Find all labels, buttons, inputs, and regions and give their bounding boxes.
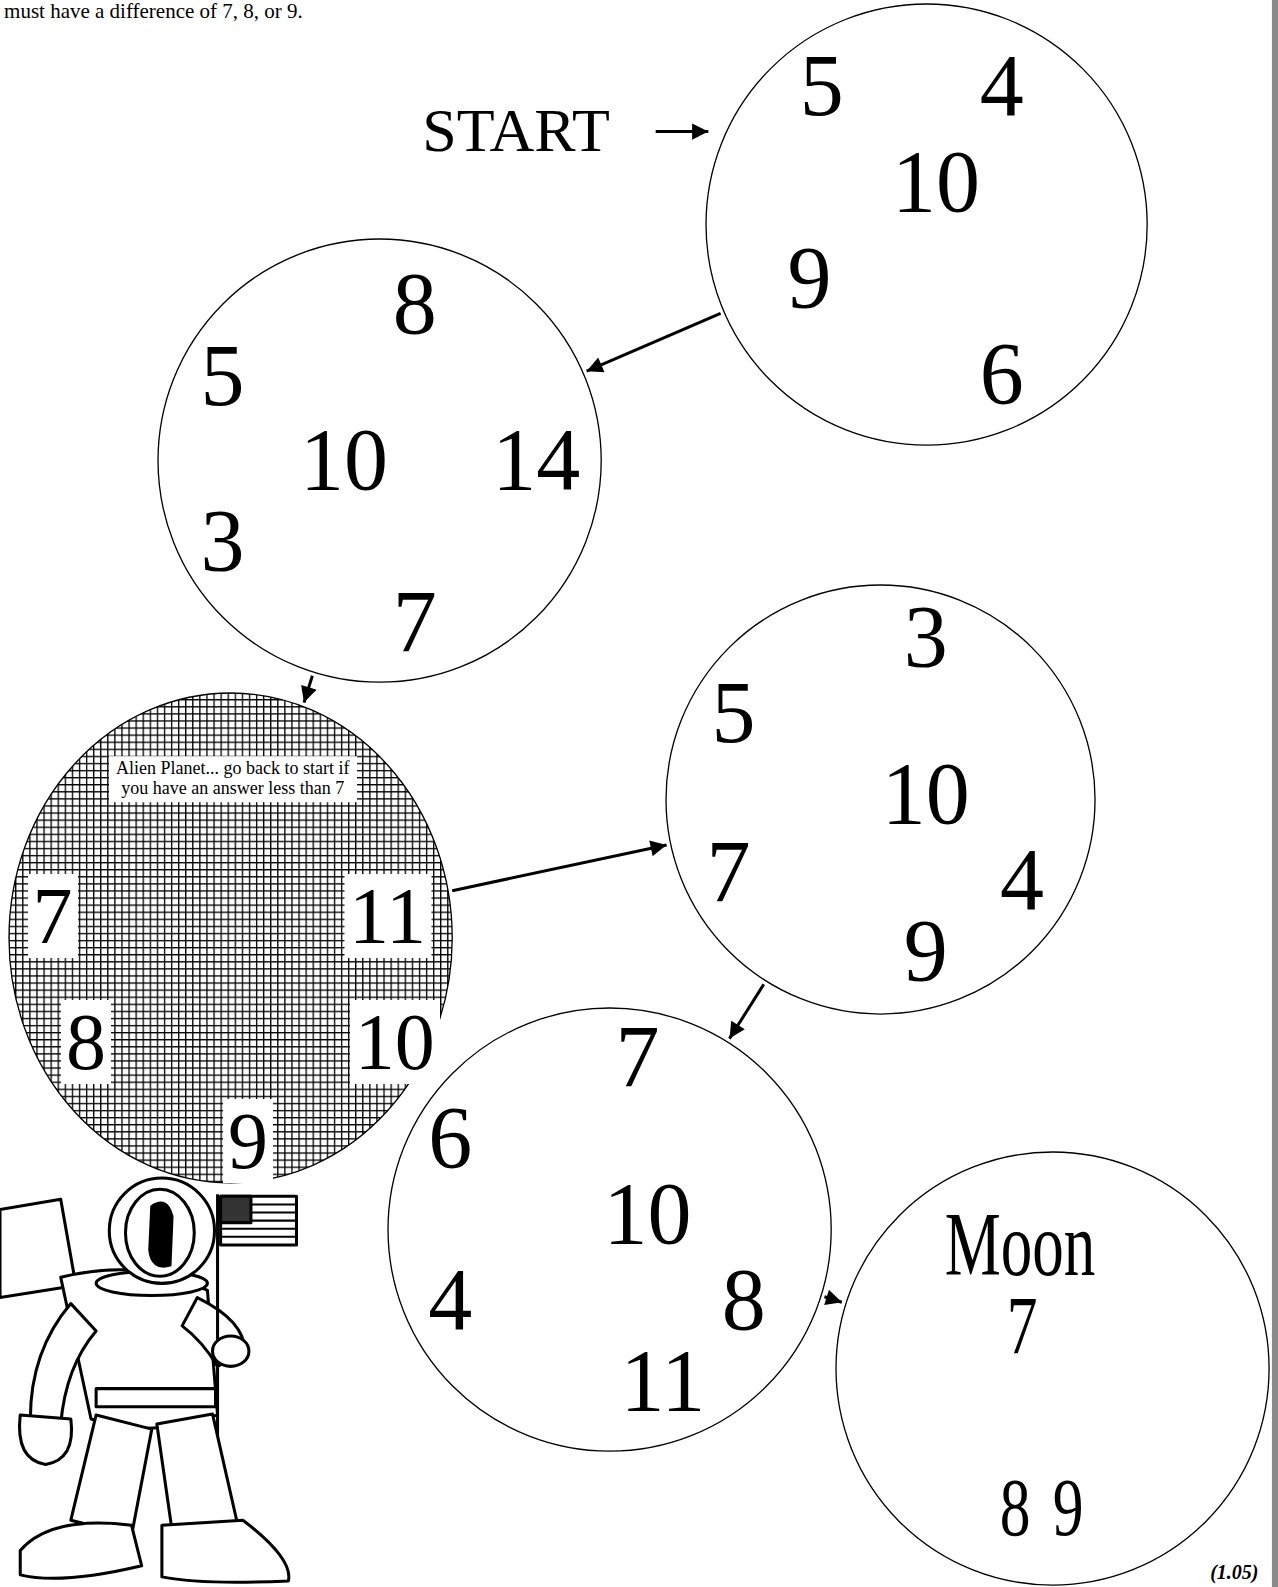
answer-number: 5 [800, 42, 844, 130]
visor-shade [150, 1203, 172, 1266]
flag-canton [221, 1196, 251, 1222]
warning-note: Alien Planet... go back to start if you … [109, 756, 357, 802]
circle-outline [706, 4, 1147, 445]
left-arm [30, 1304, 96, 1424]
right-leg [157, 1414, 238, 1530]
answer-number: 9 [787, 234, 831, 322]
left-boot [20, 1523, 141, 1578]
planet-circle: 5 410 9 6 [705, 3, 1148, 446]
left-glove [20, 1415, 72, 1465]
start-arrow [656, 130, 709, 133]
answer-number: 5 [201, 332, 245, 420]
flow-arrow [824, 1297, 841, 1302]
answer-number: 6 [980, 330, 1024, 418]
flow-arrow [452, 845, 666, 891]
moon-title: Moon [945, 1200, 1096, 1290]
answer-number: 4 [980, 42, 1024, 130]
helmet [109, 1178, 214, 1283]
answer-number: 8 [61, 1000, 111, 1084]
alien-planet-outline [9, 693, 452, 1183]
answer-number: 11 [620, 1337, 705, 1425]
answer-number: 3 [904, 593, 948, 681]
flag-pole [216, 1194, 219, 1449]
answer-number: 7 [1007, 1285, 1038, 1367]
answer-number: 8 [393, 260, 437, 348]
answer-number: 6 [428, 1094, 472, 1182]
answer-number: 8 [1000, 1467, 1031, 1549]
answer-number: 9 [1052, 1467, 1083, 1549]
answer-number: 5 [712, 669, 756, 757]
circle-outline [388, 1008, 831, 1451]
alien-planet: Alien Planet... go back to start if you … [8, 692, 453, 1184]
answer-number: 10 [892, 138, 980, 226]
answer-number: 4 [1000, 836, 1044, 924]
answer-number: 3 [201, 497, 245, 585]
planet-circle: 8 5 10 14 3 7 [157, 238, 602, 683]
answer-number: 10 [300, 416, 388, 504]
instruction-text: must have a difference of 7, 8, or 9. [4, 0, 303, 23]
astronaut-figure [0, 1178, 296, 1582]
flag [221, 1196, 297, 1245]
answer-number: 4 [428, 1256, 472, 1344]
helmet-visor [125, 1189, 194, 1276]
answer-number: 8 [722, 1256, 766, 1344]
answer-number: 9 [904, 907, 948, 995]
right-glove [212, 1336, 248, 1366]
circle-outline [836, 1152, 1269, 1585]
flow-arrow [729, 984, 763, 1038]
answer-number: 10 [882, 750, 970, 838]
answer-number: 10 [350, 1000, 440, 1084]
answer-number: 7 [707, 828, 751, 916]
planet-circle: 7 6 10 4 811 [387, 1007, 832, 1452]
flow-arrow [304, 676, 312, 703]
answer-number: 14 [492, 416, 580, 504]
circle-outline [666, 585, 1095, 1014]
left-leg [71, 1415, 152, 1535]
answer-number: 11 [344, 874, 431, 958]
right-boot [162, 1520, 289, 1582]
answer-number: 9 [223, 1099, 273, 1183]
answer-number: 10 [604, 1170, 692, 1258]
flow-arrow [587, 313, 721, 371]
start-label: START [422, 95, 610, 163]
circle-outline [158, 239, 601, 682]
belt [96, 1389, 215, 1407]
answer-number: 7 [393, 578, 437, 666]
moon-circle: Moon7 89 [835, 1151, 1270, 1586]
page-edge-bar [1272, 0, 1278, 1587]
planet-circle: 3 5 10 7 49 [665, 584, 1096, 1015]
page-number: (1.05) [1210, 1561, 1258, 1583]
outline-shape [665, 584, 1096, 1015]
answer-number: 7 [615, 1013, 659, 1101]
answer-number: 7 [28, 874, 78, 958]
